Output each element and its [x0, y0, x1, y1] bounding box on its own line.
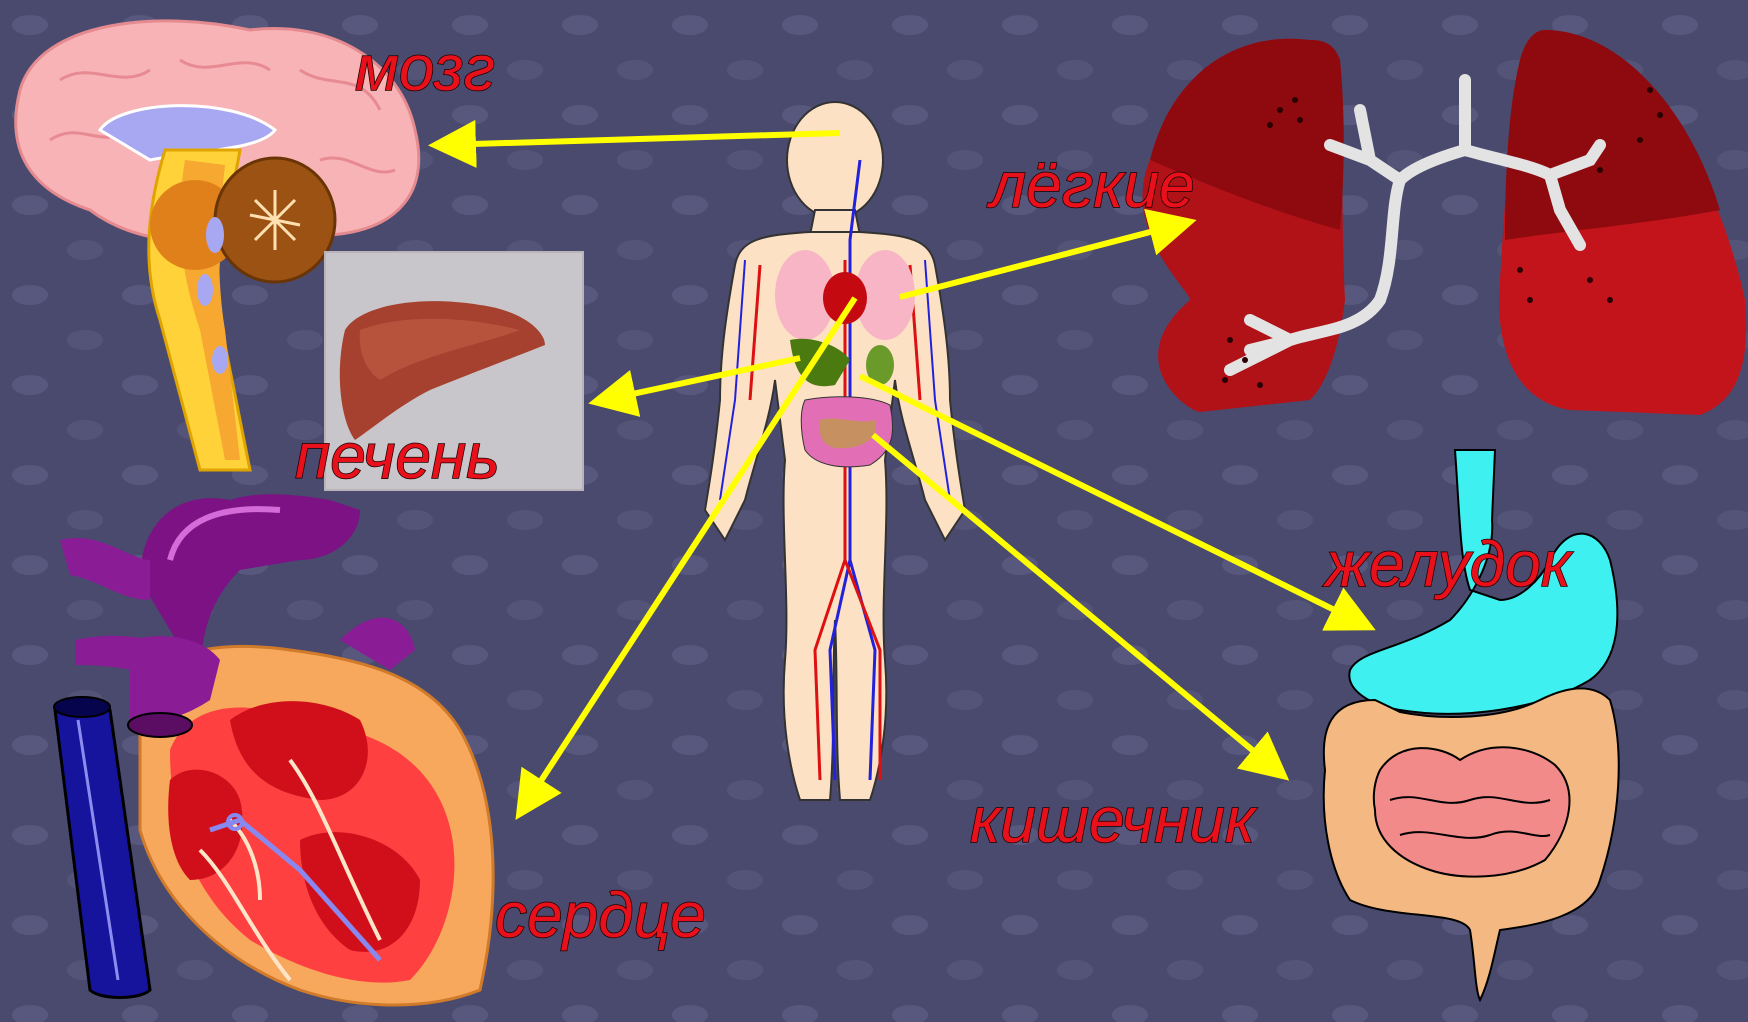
- label-lungs: лёгкие: [986, 149, 1195, 221]
- label-liver: печень: [295, 420, 500, 492]
- label-stomach: желудок: [1322, 528, 1574, 600]
- label-intestine: кишечник: [970, 784, 1258, 856]
- label-heart: сердце: [495, 879, 706, 951]
- label-brain: мозг: [355, 32, 495, 104]
